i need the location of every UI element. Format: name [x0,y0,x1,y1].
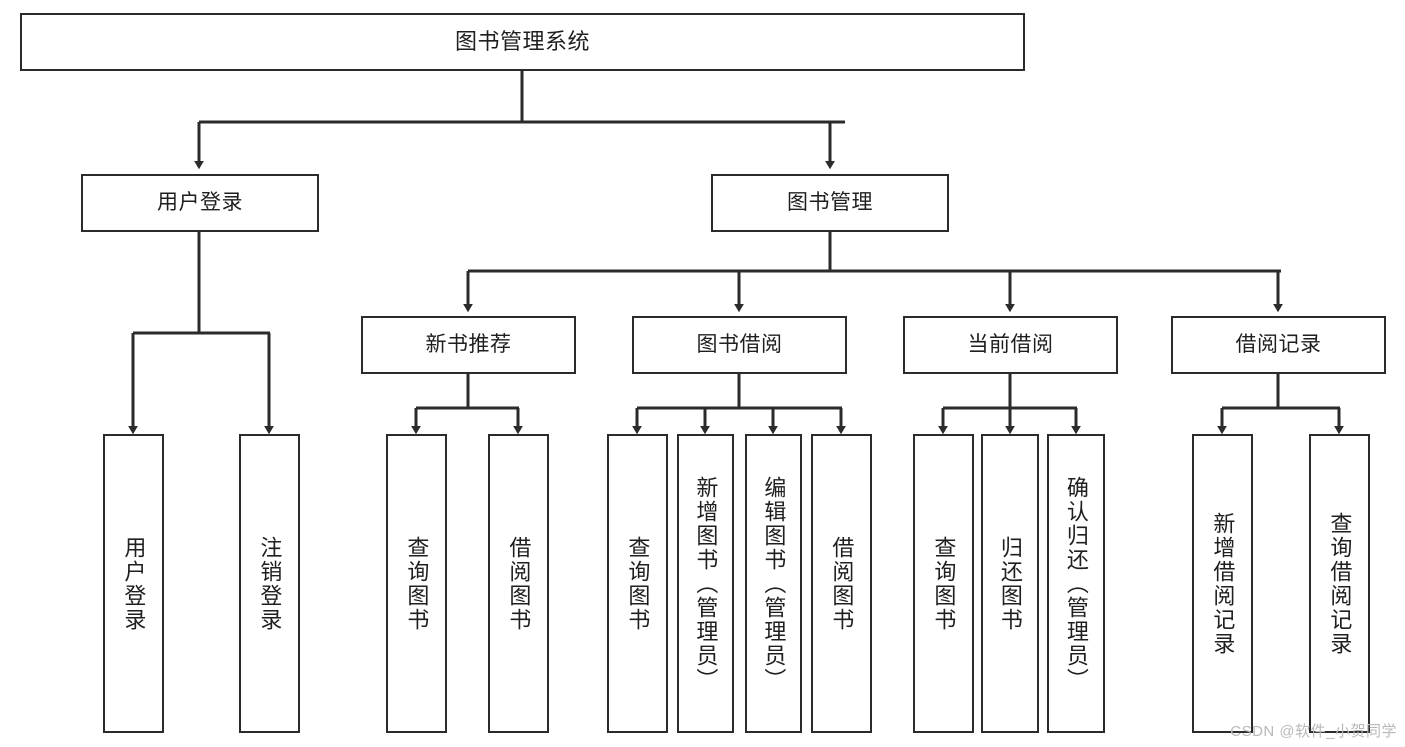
leaf-logout[interactable]: 注销登录 [239,434,300,733]
leaf-return-book[interactable]: 归还图书 [981,434,1039,733]
leaf-query-book-current[interactable]: 查询图书 [913,434,974,733]
node-label: 图书借阅 [696,332,783,356]
node-label: 用户登录 [157,190,243,214]
leaf-confirm-return-admin[interactable]: 确认归还（管理员） [1047,434,1105,733]
watermark: CSDN @软件_小贺同学 [1230,723,1397,740]
node-label: 查询图书 [625,535,651,632]
node-label: 查询借阅记录 [1327,511,1353,656]
leaf-add-borrow-record[interactable]: 新增借阅记录 [1192,434,1253,733]
node-label: 借阅图书 [829,535,855,632]
node-label: 新书推荐 [425,332,512,356]
leaf-query-borrow-record[interactable]: 查询借阅记录 [1309,434,1370,733]
node-book-borrow[interactable]: 图书借阅 [632,316,847,374]
node-label: 新增借阅记录 [1210,511,1236,656]
leaf-query-book-recommend[interactable]: 查询图书 [386,434,447,733]
leaf-borrow-book[interactable]: 借阅图书 [811,434,872,733]
node-label: 编辑图书（管理员） [761,475,787,692]
node-label: 注销登录 [257,535,283,632]
node-label: 新增图书（管理员） [693,475,719,692]
node-label: 查询图书 [404,535,430,632]
node-book-management-system[interactable]: 图书管理系统 [20,13,1025,71]
node-label: 图书管理 [787,190,873,214]
node-label: 用户登录 [121,535,147,632]
node-current-borrow[interactable]: 当前借阅 [903,316,1118,374]
node-label: 当前借阅 [967,332,1054,356]
node-label: 图书管理系统 [454,28,590,54]
leaf-edit-book-admin[interactable]: 编辑图书（管理员） [745,434,802,733]
leaf-query-book-borrow[interactable]: 查询图书 [607,434,668,733]
leaf-add-book-admin[interactable]: 新增图书（管理员） [677,434,734,733]
leaf-borrow-book-recommend[interactable]: 借阅图书 [488,434,549,733]
leaf-user-login[interactable]: 用户登录 [103,434,164,733]
node-user-login[interactable]: 用户登录 [81,174,319,232]
node-label: 借阅图书 [506,535,532,632]
node-label: 查询图书 [931,535,957,632]
node-borrow-record[interactable]: 借阅记录 [1171,316,1386,374]
node-book-management[interactable]: 图书管理 [711,174,949,232]
node-label: 确认归还（管理员） [1063,475,1089,692]
node-label: 借阅记录 [1235,332,1322,356]
node-new-book-recommend[interactable]: 新书推荐 [361,316,576,374]
node-label: 归还图书 [997,535,1023,632]
